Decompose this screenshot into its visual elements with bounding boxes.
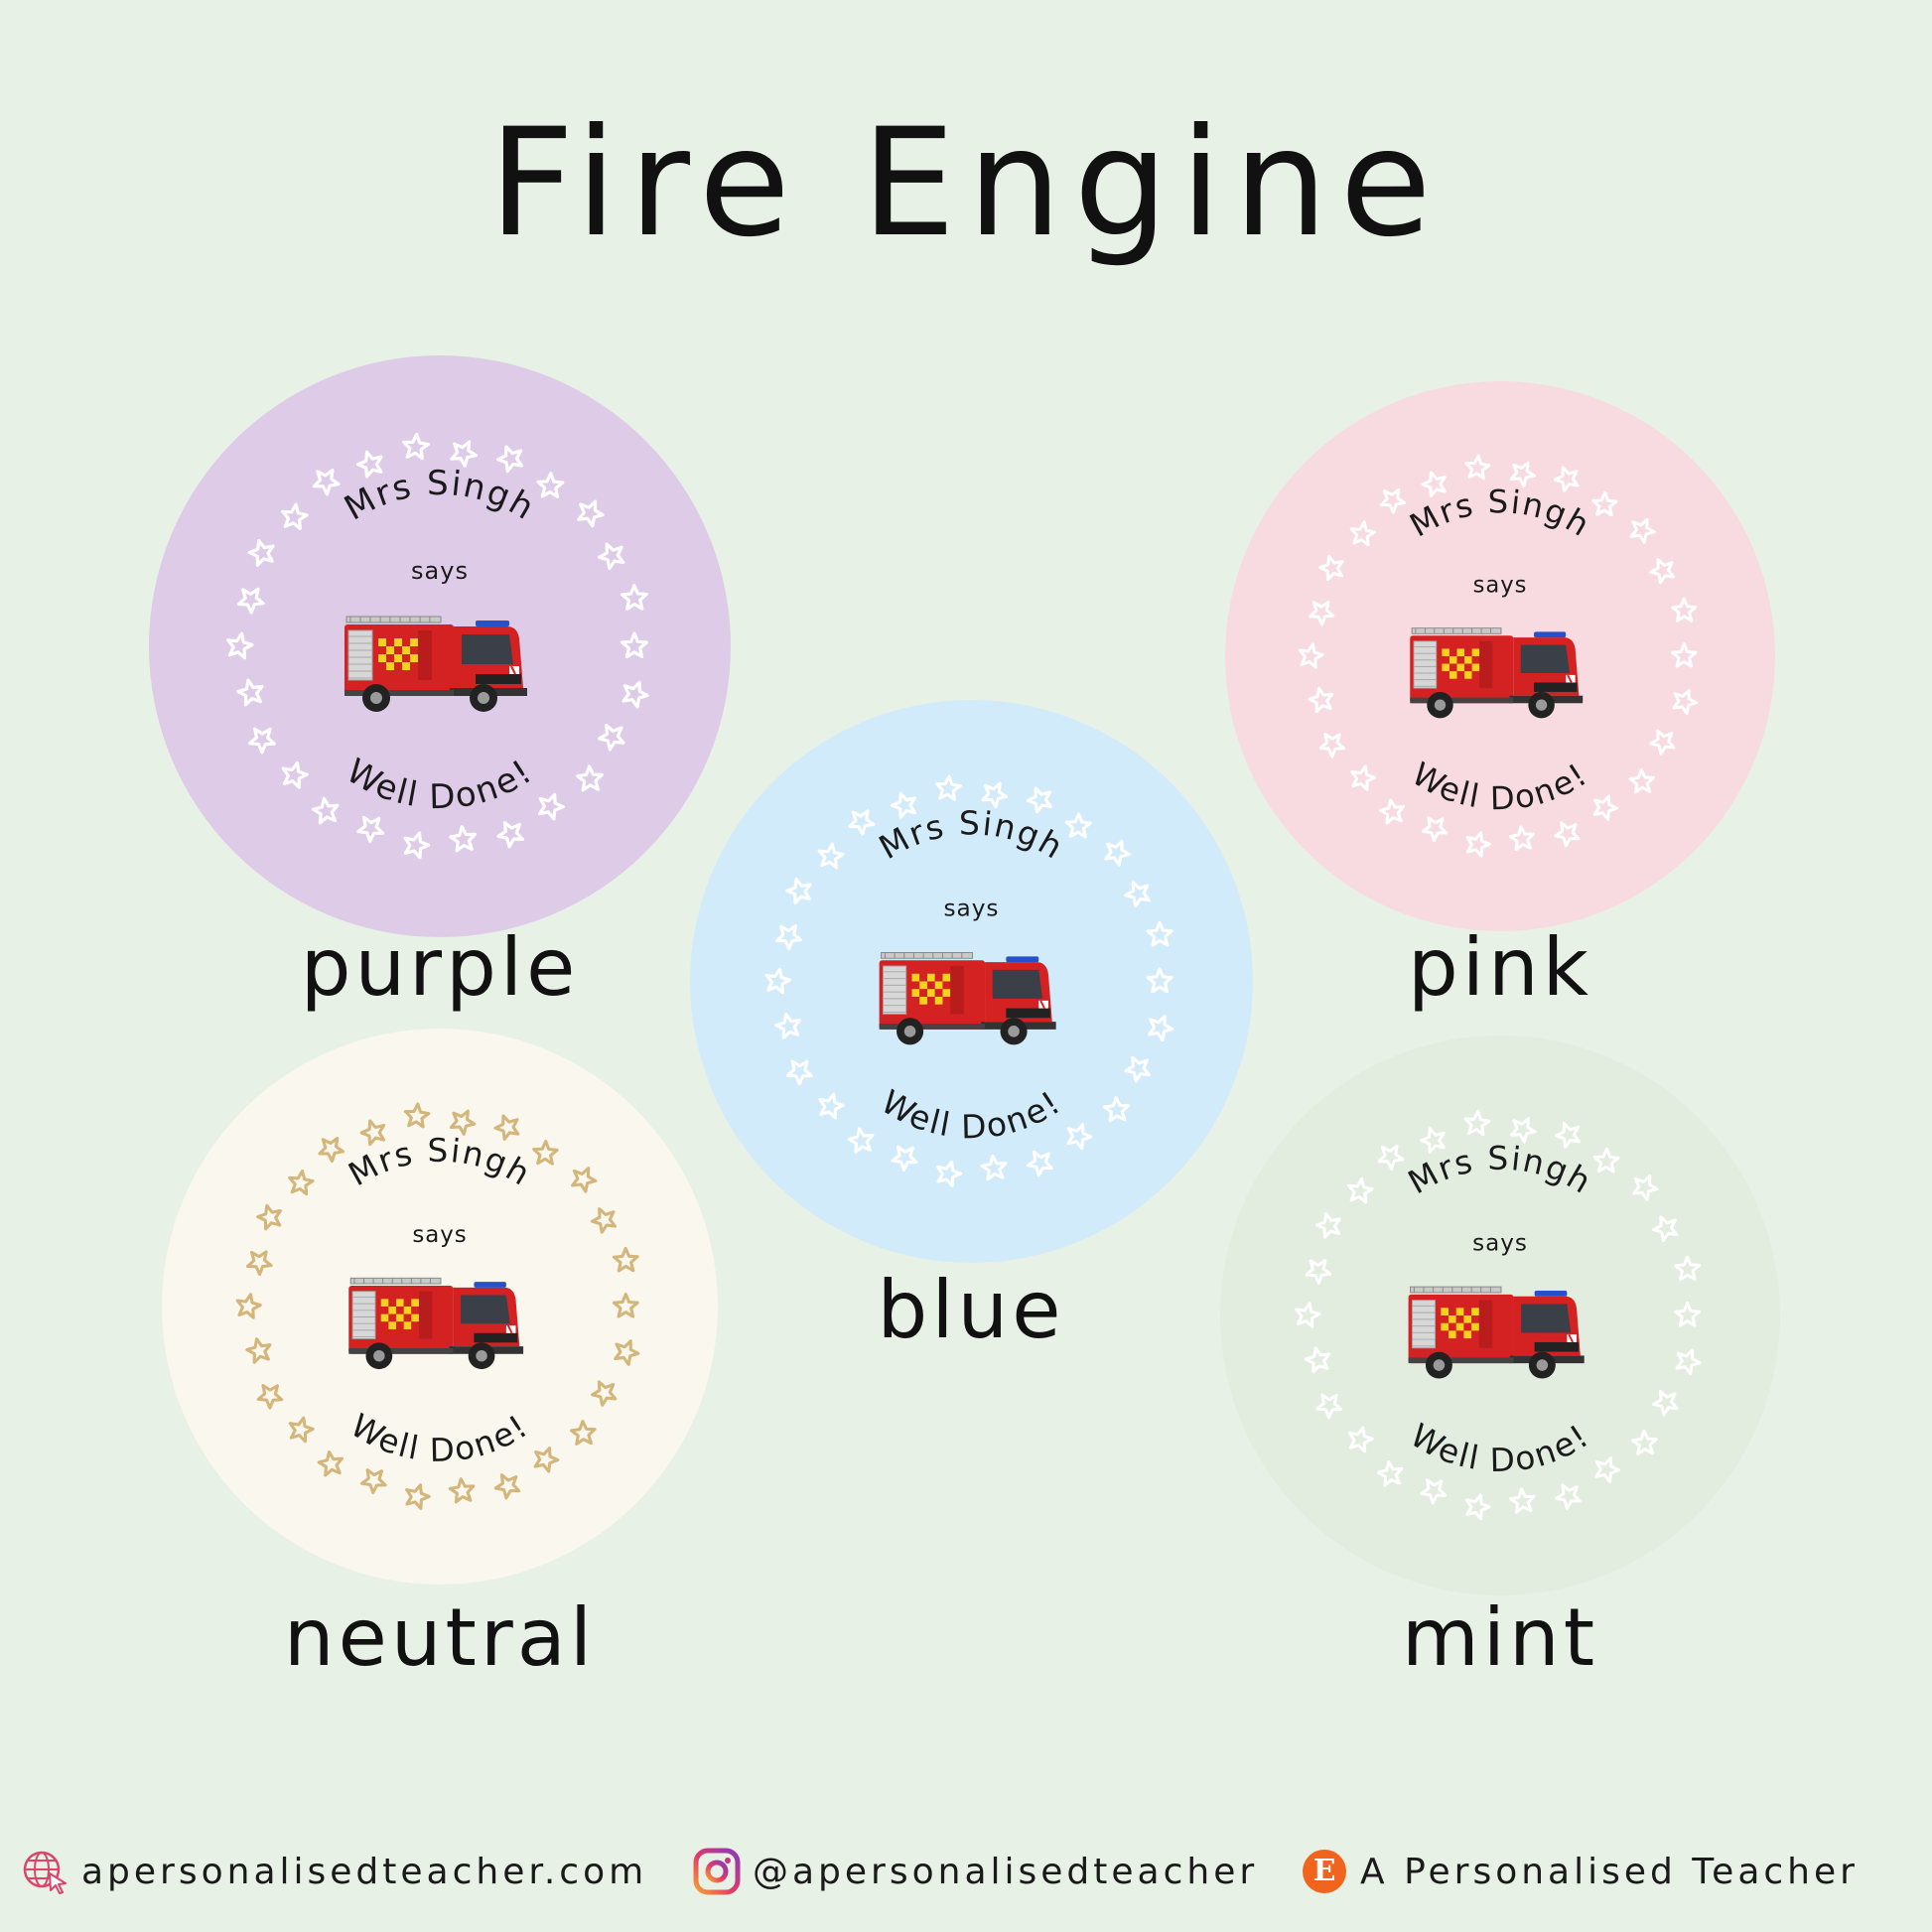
star-ring <box>235 1102 640 1510</box>
sticker-middle-text: says <box>1473 573 1528 599</box>
etsy-icon: E <box>1301 1848 1348 1895</box>
star-ring <box>1298 454 1699 858</box>
sticker-middle-text: says <box>943 896 999 922</box>
instagram-icon <box>693 1848 741 1895</box>
footer-etsy-text: A Personalised Teacher <box>1360 1851 1859 1892</box>
page-title: Fire Engine <box>488 97 1444 270</box>
sticker-middle-text: says <box>1472 1231 1528 1257</box>
fire-engine-icon <box>348 1277 524 1370</box>
etsy-letter: E <box>1312 1854 1336 1888</box>
label-mint: mint <box>1401 1591 1599 1684</box>
star-ring <box>764 774 1174 1187</box>
sticker-middle-text: says <box>411 557 469 585</box>
footer-instagram[interactable]: @apersonalisedteacher <box>693 1842 1258 1901</box>
star-ring <box>226 432 649 860</box>
label-pink: pink <box>1407 921 1593 1014</box>
label-purple: purple <box>300 921 580 1014</box>
footer-instagram-text: @apersonalisedteacher <box>753 1851 1259 1892</box>
footer-etsy[interactable]: E A Personalised Teacher <box>1301 1842 1859 1901</box>
fire-engine-icon <box>879 951 1056 1045</box>
footer: apersonalisedteacher.com @apersonalisedt… <box>0 1842 1932 1901</box>
fire-engine-icon <box>345 616 527 712</box>
sticker-middle-text: says <box>412 1222 467 1248</box>
globe-cursor-icon <box>22 1848 69 1895</box>
footer-website-text: apersonalisedteacher.com <box>81 1851 648 1892</box>
label-blue: blue <box>877 1264 1065 1356</box>
label-neutral: neutral <box>283 1591 597 1684</box>
star-ring <box>1295 1109 1702 1521</box>
fire-engine-icon <box>1410 627 1584 719</box>
fire-engine-icon <box>1408 1286 1585 1379</box>
footer-website[interactable]: apersonalisedteacher.com <box>22 1842 647 1901</box>
